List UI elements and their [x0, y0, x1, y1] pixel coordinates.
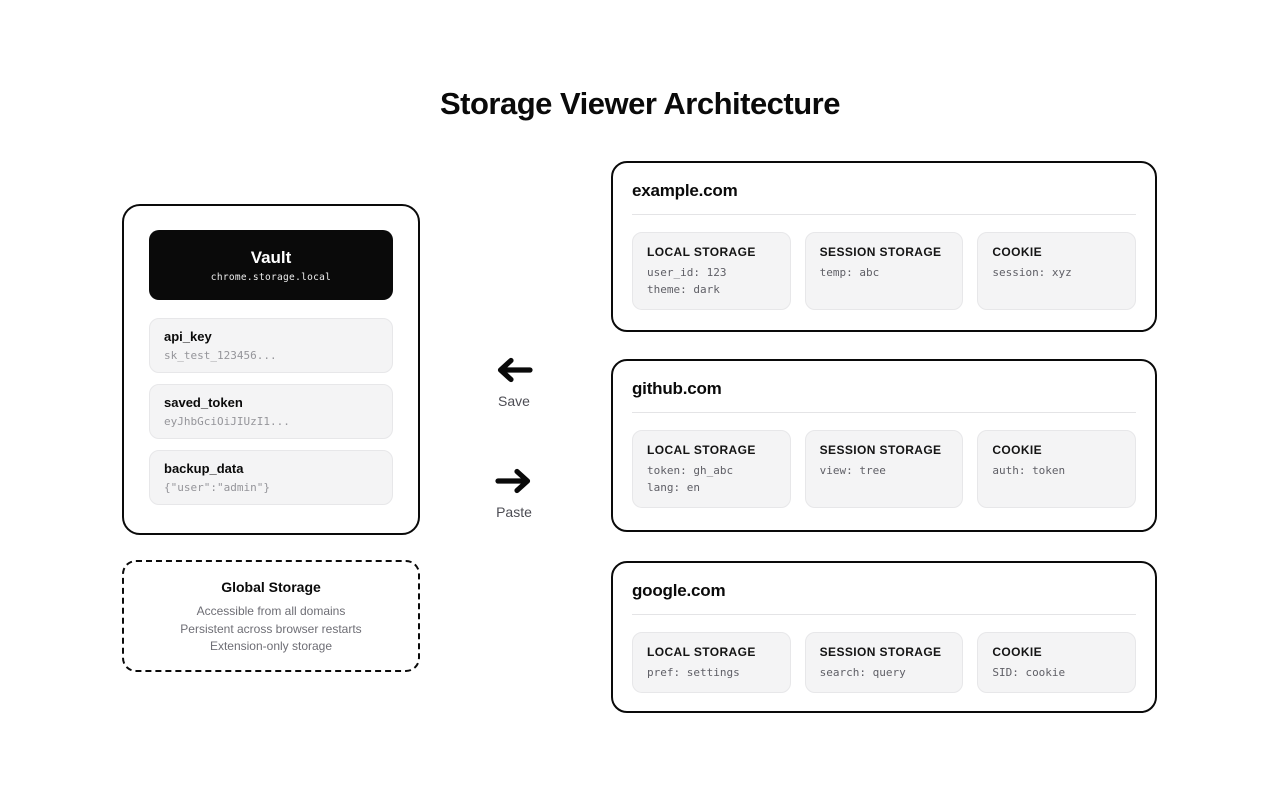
cookie-card: COOKIE session: xyz: [977, 232, 1136, 310]
paste-label: Paste: [496, 504, 532, 520]
store-label: COOKIE: [992, 443, 1043, 457]
store-label: SESSION STORAGE: [819, 245, 942, 259]
divider: [632, 214, 1136, 215]
divider: [632, 412, 1136, 413]
vault-entry-value: sk_test_123456...: [164, 349, 277, 362]
local-storage-card: LOCAL STORAGE user_id: 123 theme: dark: [632, 232, 791, 310]
store-value: SID: cookie: [992, 666, 1066, 679]
arrow-right-icon: [495, 468, 531, 494]
global-storage-box: Global Storage Accessible from all domai…: [122, 560, 420, 672]
store-value: view: tree: [819, 464, 886, 477]
vault-entry-value: eyJhbGciOiJIUzI1...: [164, 415, 290, 428]
local-storage-card: LOCAL STORAGE pref: settings: [632, 632, 791, 693]
vault-entry-value: {"user":"admin"}: [164, 481, 270, 494]
vault-box: Vault chrome.storage.local api_key sk_te…: [122, 204, 420, 535]
vault-subtitle: chrome.storage.local: [210, 271, 332, 283]
page-title: Storage Viewer Architecture: [440, 86, 841, 121]
store-label: COOKIE: [992, 245, 1043, 259]
store-row: LOCAL STORAGE token: gh_abc lang: en SES…: [632, 430, 1136, 508]
session-storage-card: SESSION STORAGE search: query: [804, 632, 964, 693]
global-storage-line: Accessible from all domains: [196, 604, 346, 618]
domain-title: github.com: [632, 379, 722, 398]
global-storage-line: Extension-only storage: [209, 639, 333, 653]
store-value: theme: dark: [647, 283, 720, 296]
store-label: LOCAL STORAGE: [647, 443, 756, 457]
global-storage-title: Global Storage: [221, 579, 321, 595]
store-label: LOCAL STORAGE: [647, 645, 756, 659]
store-value: temp: abc: [819, 266, 880, 279]
store-label: SESSION STORAGE: [819, 443, 942, 457]
domain-card-google: google.com LOCAL STORAGE pref: settings …: [611, 561, 1157, 713]
store-value: search: query: [819, 666, 906, 679]
store-value: pref: settings: [647, 666, 740, 679]
store-row: LOCAL STORAGE pref: settings SESSION STO…: [632, 632, 1136, 693]
store-value: auth: token: [992, 464, 1066, 477]
paste-action: Paste: [474, 466, 554, 520]
session-storage-card: SESSION STORAGE view: tree: [804, 430, 964, 508]
store-label: LOCAL STORAGE: [647, 245, 756, 259]
cookie-card: COOKIE SID: cookie: [977, 632, 1136, 693]
store-value: session: xyz: [992, 266, 1072, 279]
store-label: SESSION STORAGE: [819, 645, 942, 659]
store-row: LOCAL STORAGE user_id: 123 theme: dark S…: [632, 232, 1136, 310]
vault-entry-key: saved_token: [164, 395, 243, 410]
domain-card-github: github.com LOCAL STORAGE token: gh_abc l…: [611, 359, 1157, 532]
vault-entry: saved_token eyJhbGciOiJIUzI1...: [149, 384, 393, 439]
arrow-left-icon: [497, 357, 533, 383]
local-storage-card: LOCAL STORAGE token: gh_abc lang: en: [632, 430, 791, 508]
global-storage-line: Persistent across browser restarts: [180, 621, 362, 636]
store-label: COOKIE: [992, 645, 1043, 659]
cookie-card: COOKIE auth: token: [977, 430, 1136, 508]
save-label: Save: [498, 393, 530, 409]
store-value: user_id: 123: [647, 266, 727, 279]
vault-header: Vault chrome.storage.local: [149, 230, 393, 300]
domain-card-example: example.com LOCAL STORAGE user_id: 123 t…: [611, 161, 1157, 332]
global-storage-lines: Accessible from all domains Persistent a…: [124, 603, 418, 656]
domain-title: example.com: [632, 181, 738, 200]
vault-entries: api_key sk_test_123456... saved_token ey…: [149, 318, 393, 505]
vault-entry: api_key sk_test_123456...: [149, 318, 393, 373]
divider: [632, 614, 1136, 615]
store-value: lang: en: [647, 481, 700, 494]
vault-title: Vault: [250, 247, 292, 267]
save-action: Save: [474, 355, 554, 409]
session-storage-card: SESSION STORAGE temp: abc: [804, 232, 964, 310]
domain-title: google.com: [632, 581, 726, 600]
vault-entry: backup_data {"user":"admin"}: [149, 450, 393, 505]
vault-entry-key: backup_data: [164, 461, 244, 476]
vault-entry-key: api_key: [164, 329, 212, 344]
store-value: token: gh_abc: [647, 464, 734, 477]
